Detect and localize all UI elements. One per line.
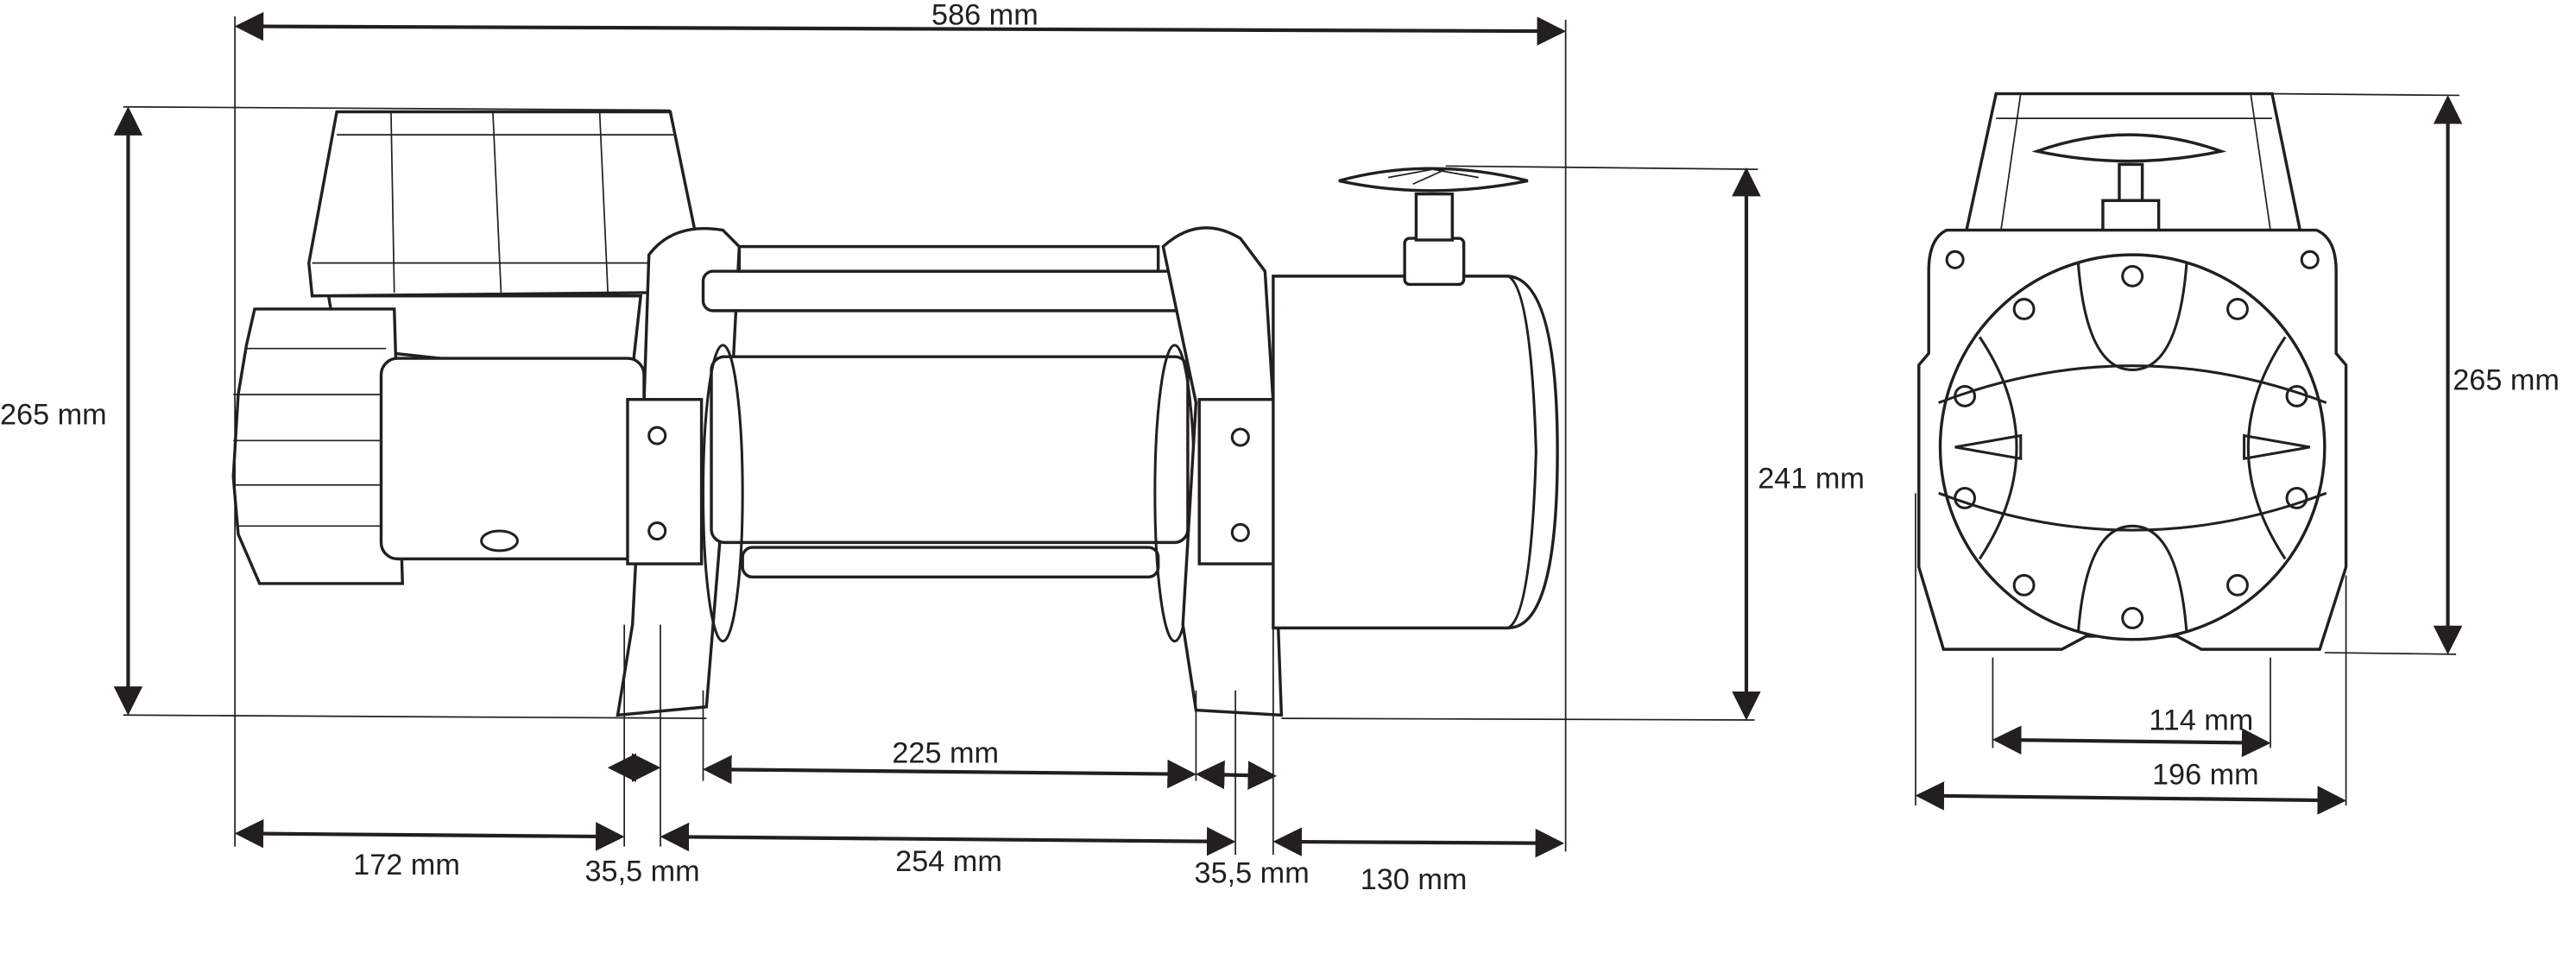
motor-terminal-knob <box>1338 167 1529 193</box>
winch-end-view <box>1917 92 2348 651</box>
motor <box>1272 275 1559 630</box>
overall-length-label: 586 mm <box>931 0 1039 32</box>
gear-housing <box>379 357 646 561</box>
motor-length-label: 130 mm <box>1361 863 1468 896</box>
end-cap <box>231 307 405 585</box>
left-flange-label: 35,5 mm <box>584 856 699 888</box>
extension-lines <box>123 16 2459 856</box>
end-height-label: 265 mm <box>2453 363 2560 396</box>
mount-spacing-label: 114 mm <box>2149 704 2253 736</box>
drum-length-label: 225 mm <box>892 736 999 769</box>
motor-height-label: 241 mm <box>1758 463 1865 496</box>
tie-bar-bottom <box>741 546 1160 579</box>
flange-spacing-label: 254 mm <box>895 845 1002 878</box>
drum-flange-circle <box>1938 253 2327 641</box>
cable-drum <box>710 355 1190 545</box>
end-width-label: 196 mm <box>2152 758 2259 791</box>
dimension-arrows <box>113 11 2463 858</box>
control-box <box>307 110 700 298</box>
gearbox-length-label: 172 mm <box>353 849 460 881</box>
winch-side-view <box>231 110 1559 717</box>
overall-height-label: 265 mm <box>0 398 107 431</box>
tie-bar-top <box>701 269 1201 313</box>
right-flange-label: 35,5 mm <box>1195 856 1310 889</box>
